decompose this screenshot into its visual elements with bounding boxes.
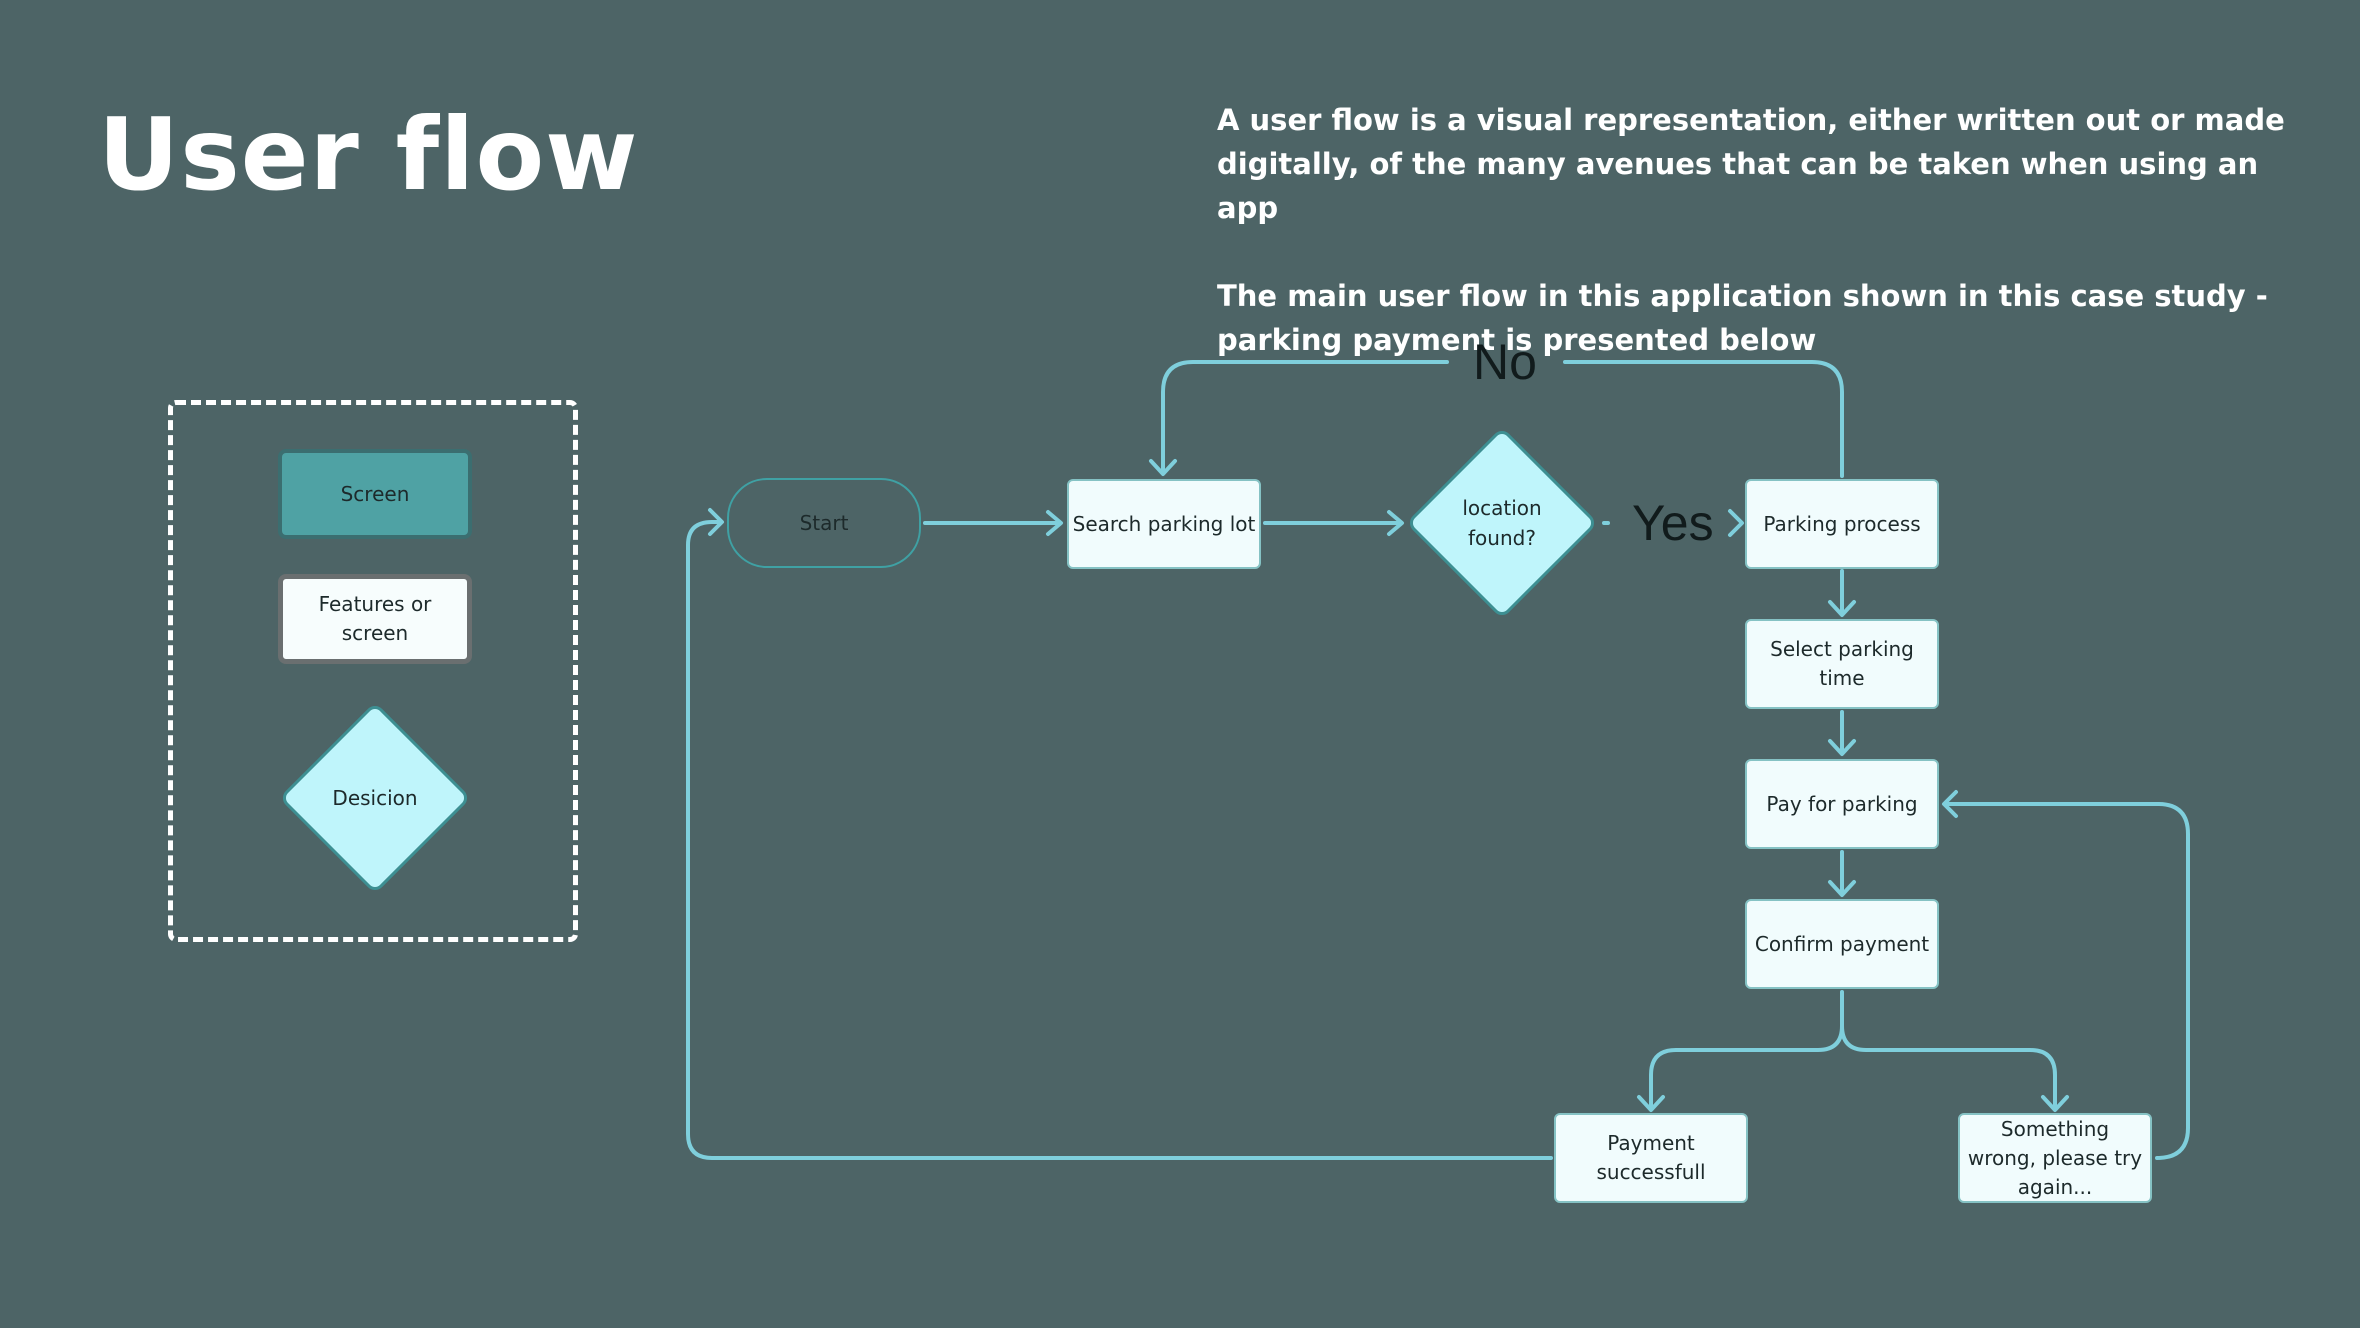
legend-screen-node: Screen: [278, 449, 472, 539]
payment-success-node: Payment successfull: [1554, 1113, 1748, 1203]
search-parking-node: Search parking lot: [1067, 479, 1261, 569]
arrowhead-success: [1637, 1095, 1665, 1112]
arrowhead-parking: [1728, 509, 1744, 537]
parking-process-node: Parking process: [1745, 479, 1939, 569]
payment-success-label: Payment successfull: [1596, 1131, 1706, 1184]
legend-feature-node: Features or screen: [278, 574, 472, 664]
edge-error-pay: [1944, 802, 2190, 1160]
location-decision-label: location found?: [1462, 496, 1542, 550]
arrowhead-select: [1828, 600, 1856, 617]
payment-error-label: Something wrong, please try again...: [1967, 1116, 2143, 1199]
arrowhead-confirm: [1828, 880, 1856, 897]
legend-decision-label: Desicion: [332, 786, 418, 810]
intro-paragraph-2: The main user flow in this application s…: [1217, 279, 2268, 357]
no-label: No: [1473, 334, 1537, 390]
confirm-payment-node: Confirm payment: [1745, 899, 1939, 989]
arrowhead-search-top: [1149, 459, 1177, 476]
parking-process-label: Parking process: [1763, 511, 1921, 536]
arrowhead-search: [1046, 510, 1063, 536]
select-time-node: Select parking time: [1745, 619, 1939, 709]
arrowhead-pay-return: [1942, 790, 1958, 818]
intro-text: A user flow is a visual representation, …: [1217, 98, 2297, 362]
edge-confirm-split: [1649, 990, 2057, 1110]
intro-paragraph-1: A user flow is a visual representation, …: [1217, 103, 2285, 225]
edge-success-start: [686, 520, 1553, 1160]
start-label: Start: [799, 510, 849, 535]
select-time-label: Select parking time: [1770, 637, 1914, 690]
pay-label: Pay for parking: [1766, 791, 1918, 816]
legend-frame: [168, 400, 578, 942]
yes-label: Yes: [1632, 495, 1714, 551]
page-title: User flow: [98, 96, 639, 213]
edge-no-loop: [1161, 360, 1844, 478]
arrowhead-pay: [1828, 739, 1856, 756]
arrowhead-start: [708, 508, 724, 536]
start-node: Start: [727, 478, 921, 568]
search-parking-label: Search parking lot: [1072, 511, 1256, 536]
pay-node: Pay for parking: [1745, 759, 1939, 849]
legend-screen-label: Screen: [340, 481, 410, 506]
arrowhead-decision: [1387, 510, 1404, 536]
legend-feature-label: Features or screen: [318, 592, 432, 645]
confirm-payment-label: Confirm payment: [1754, 931, 1930, 956]
payment-error-node: Something wrong, please try again...: [1958, 1113, 2152, 1203]
arrowhead-error: [2041, 1095, 2069, 1112]
